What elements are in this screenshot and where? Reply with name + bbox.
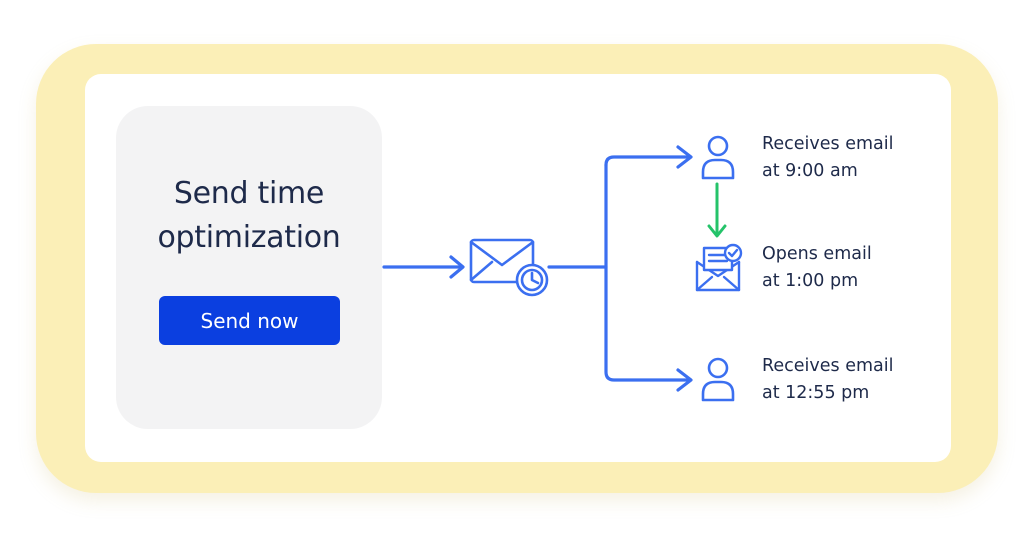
- outcome-line-2: at 9:00 am: [762, 161, 858, 181]
- user-icon: [701, 357, 735, 402]
- panel-title-line-1: Send time: [173, 176, 325, 211]
- arrow-to-second-recipient: [676, 368, 693, 392]
- outcome-opens: Opens email at 1:00 pm: [762, 241, 872, 295]
- opens-arrow: [707, 182, 727, 238]
- branch-connector: [547, 155, 692, 382]
- send-now-button[interactable]: Send now: [159, 296, 340, 345]
- outcome-receives-first: Receives email at 9:00 am: [762, 131, 893, 185]
- opened-email-icon: [695, 243, 743, 292]
- send-time-optimization-panel: [116, 106, 382, 429]
- outcome-line-1: Opens email: [762, 244, 872, 264]
- user-icon: [701, 135, 735, 180]
- panel-title-line-2: optimization: [157, 220, 341, 255]
- outcome-line-1: Receives email: [762, 134, 894, 154]
- arrow-to-email: [382, 255, 465, 279]
- panel-title: Send time optimization: [116, 172, 382, 260]
- outcome-line-2: at 1:00 pm: [762, 271, 859, 291]
- outcome-line-1: Receives email: [762, 356, 894, 376]
- email-scheduled-icon: [469, 238, 549, 297]
- outcome-receives-second: Receives email at 12:55 pm: [762, 353, 893, 407]
- outcome-line-2: at 12:55 pm: [762, 383, 870, 403]
- arrow-to-first-recipient: [676, 145, 693, 169]
